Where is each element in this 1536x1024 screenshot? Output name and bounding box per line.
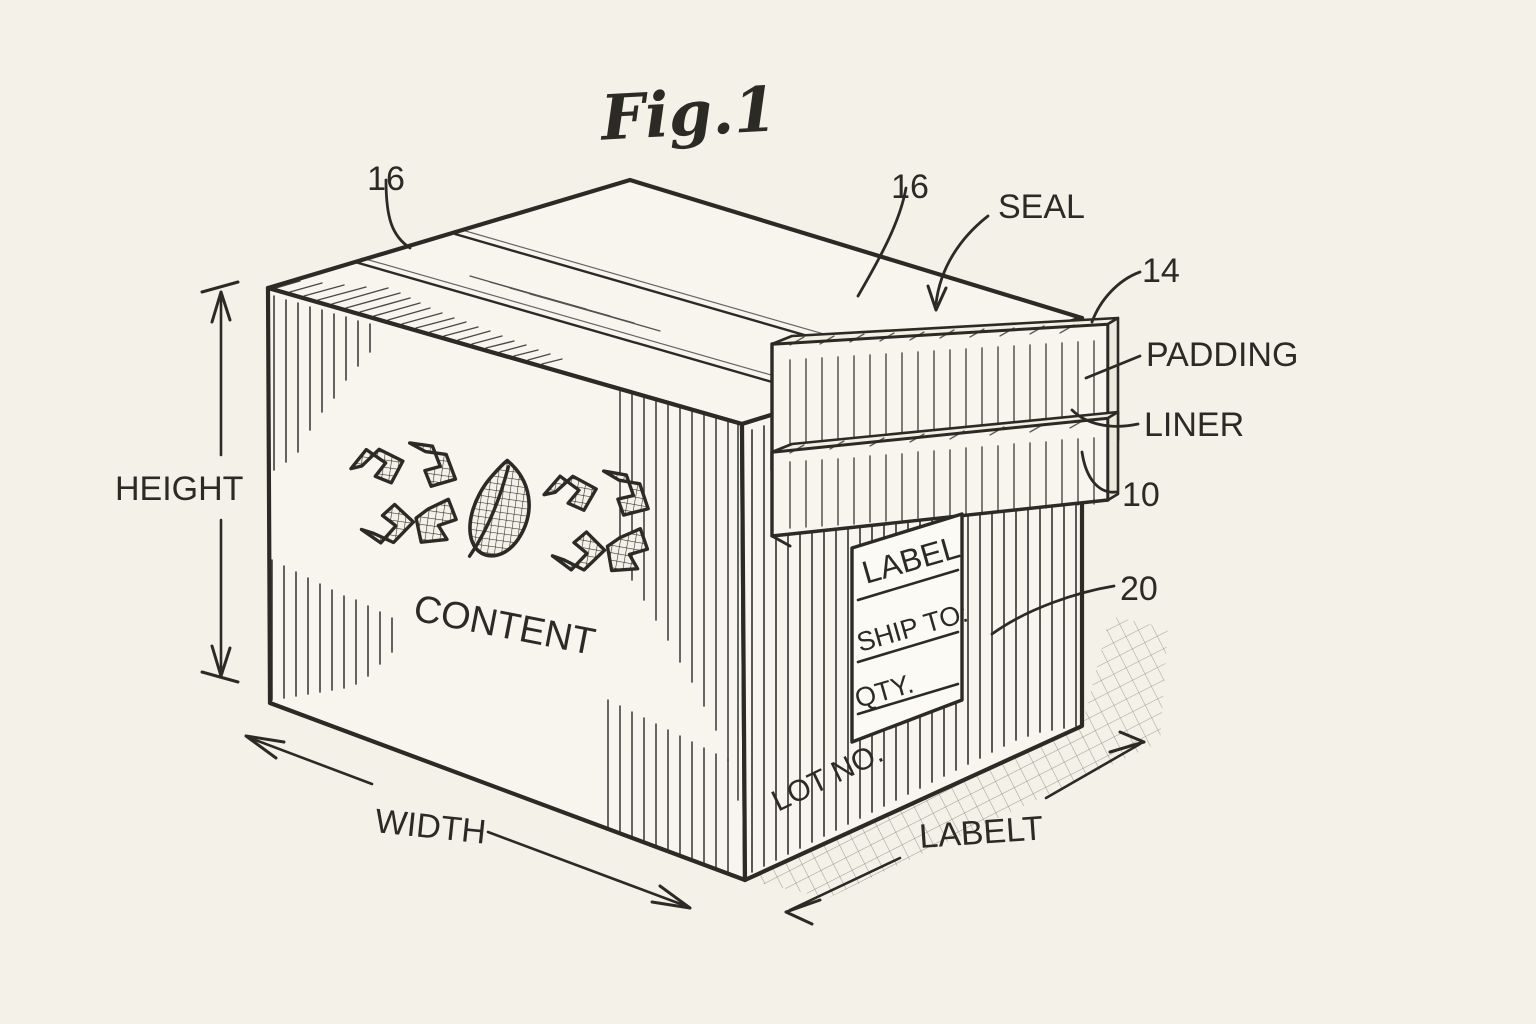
- dimension-label-depth: LABELT: [918, 809, 1044, 856]
- cutaway-inner-edges: [770, 342, 792, 548]
- reference-numeral-16-right: 16: [891, 168, 929, 206]
- leader-lines: [384, 178, 1142, 636]
- callout-padding: PADDING: [1146, 336, 1298, 374]
- dimension-label-width: WIDTH: [373, 802, 488, 851]
- reference-numeral-10: 10: [1122, 476, 1160, 514]
- ground-shadow: [745, 616, 1168, 898]
- recycle-icon: [542, 469, 650, 573]
- dimension-height: [200, 280, 240, 684]
- figure-title: Fig.1: [597, 72, 778, 154]
- dimension-label-height: HEIGHT: [115, 470, 243, 508]
- dimension-width: [244, 734, 692, 910]
- callout-seal: SEAL: [998, 188, 1085, 226]
- liner-slab: [770, 410, 1120, 538]
- reference-numeral-14: 14: [1142, 252, 1180, 290]
- shipping-label: [850, 512, 964, 744]
- callout-liner: LINER: [1144, 406, 1244, 444]
- reference-numeral-20: 20: [1120, 570, 1158, 608]
- leaf-icon: [467, 458, 531, 558]
- reference-numeral-16-left: 16: [367, 160, 405, 198]
- dimension-depth: [784, 730, 1146, 926]
- recycle-icon: [349, 441, 458, 545]
